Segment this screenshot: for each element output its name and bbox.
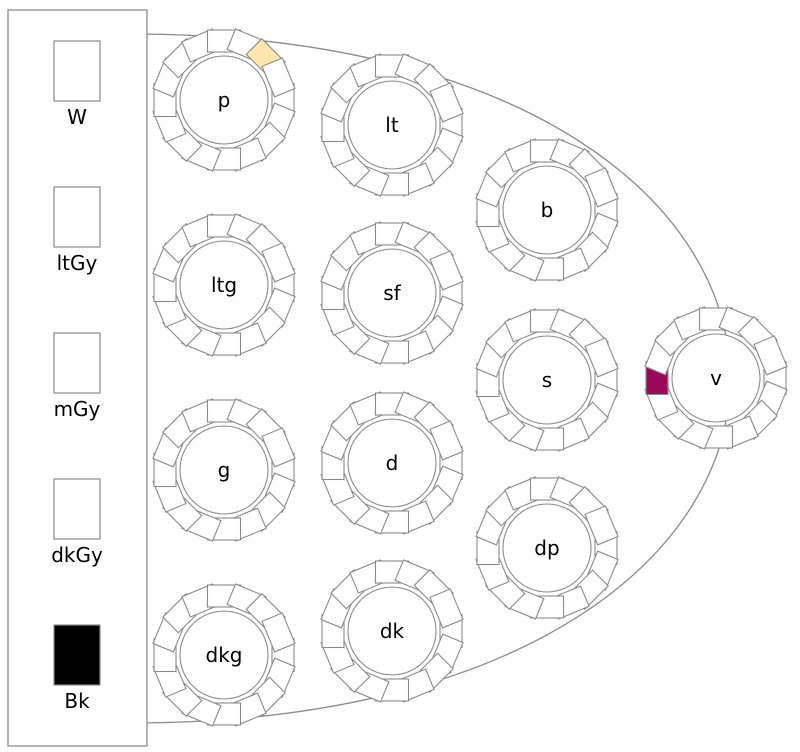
table-top: [502, 503, 592, 593]
legend-item: ltGy: [53, 186, 101, 275]
table-label: lt: [385, 113, 399, 137]
seat: [261, 242, 296, 283]
seat: [584, 337, 619, 378]
legend-label: dkGy: [51, 543, 103, 567]
table-top: [347, 248, 437, 338]
table-p: p: [152, 28, 296, 172]
legend-item: Bk: [53, 624, 101, 713]
seat: [261, 57, 296, 98]
table-label: sf: [383, 281, 401, 305]
table-top: [671, 333, 761, 423]
legend-label: ltGy: [57, 251, 98, 275]
seat: [429, 588, 464, 629]
legend-swatch: [53, 624, 101, 686]
table-label: dp: [534, 536, 559, 560]
table-b: b: [475, 138, 619, 282]
table-label: d: [386, 451, 399, 475]
tables: p ltg g dkg lt sf d dk b s dp v: [152, 28, 788, 727]
legend-swatch: [53, 186, 101, 248]
legend-label: Bk: [64, 689, 90, 713]
seat: [429, 420, 464, 461]
table-dkg: dkg: [152, 583, 296, 727]
table-dk: dk: [320, 559, 464, 703]
seat: [261, 427, 296, 468]
legend-swatch: [53, 478, 101, 540]
table-top: [347, 586, 437, 676]
table-label: g: [218, 458, 231, 482]
seat: [429, 82, 464, 123]
table-label: b: [541, 198, 554, 222]
table-sf: sf: [320, 221, 464, 365]
table-top: [179, 55, 269, 145]
table-top: [347, 418, 437, 508]
table-top: [179, 610, 269, 700]
table-ltg: ltg: [152, 213, 296, 357]
table-lt: lt: [320, 53, 464, 197]
table-top: [347, 80, 437, 170]
table-top: [502, 335, 592, 425]
table-label: dk: [380, 619, 405, 643]
table-dp: dp: [475, 476, 619, 620]
legend-item: W: [53, 40, 101, 129]
table-g: g: [152, 398, 296, 542]
legend-swatch: [53, 40, 101, 102]
table-top: [179, 425, 269, 515]
seat: [584, 167, 619, 208]
table-label: ltg: [211, 273, 237, 297]
seat: [753, 335, 788, 376]
table-d: d: [320, 391, 464, 535]
table-label: dkg: [206, 643, 243, 667]
legend-label: mGy: [54, 397, 101, 421]
legend-item: dkGy: [51, 478, 103, 567]
table-label: v: [710, 366, 722, 390]
legend-swatch: [53, 332, 101, 394]
table-top: [179, 240, 269, 330]
table-s: s: [475, 308, 619, 452]
table-v: v: [644, 306, 788, 450]
table-top: [502, 165, 592, 255]
seat: [584, 505, 619, 546]
legend-item: mGy: [53, 332, 101, 421]
table-label: p: [218, 88, 231, 112]
table-label: s: [542, 368, 552, 392]
seat: [261, 612, 296, 653]
legend-label: W: [67, 105, 87, 129]
seat: [429, 250, 464, 291]
